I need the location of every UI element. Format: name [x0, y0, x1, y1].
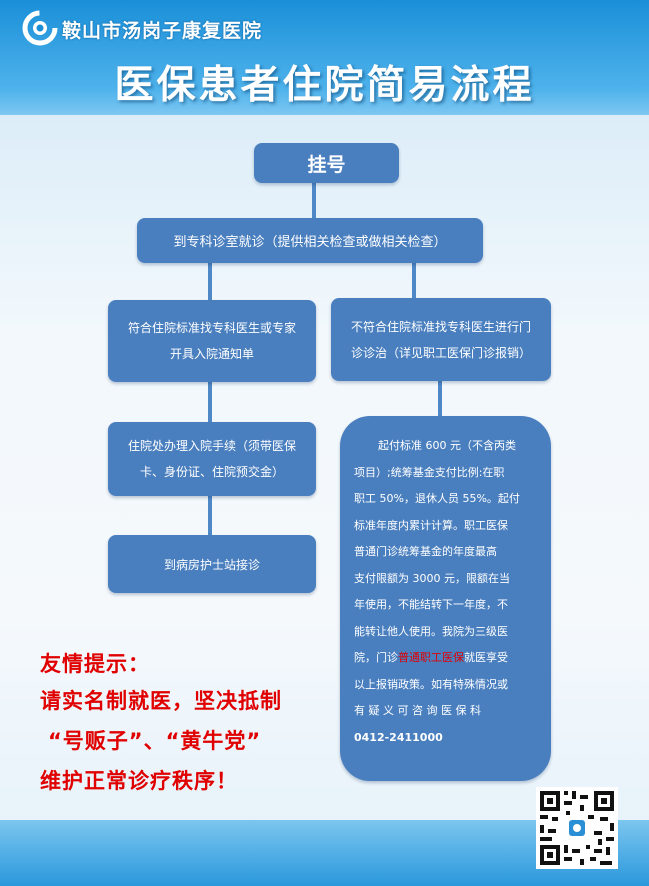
consult-step-label: 到专科诊室就诊（提供相关检查或做相关检查）: [173, 235, 447, 250]
nurse-station-step-label: 到病房护士站接诊: [163, 557, 260, 572]
not-qualify-step-line1: 不符合住院标准找专科医生进行门: [350, 319, 531, 334]
info-line: 支付限额为 3000 元，限额在当: [354, 571, 510, 585]
connector-qualify-admission: [208, 381, 212, 422]
tips-line1: 请实名制就医，坚决抵制: [40, 689, 282, 713]
info-line: 项目）;统筹基金支付比例:在职: [354, 465, 505, 479]
register-step-label: 挂号: [307, 153, 346, 176]
register-step: 挂号: [254, 143, 399, 183]
consult-step: 到专科诊室就诊（提供相关检查或做相关检查）: [137, 218, 483, 263]
tips-heading: 友情提示：: [40, 652, 150, 676]
connector-notqualify-info: [438, 380, 442, 416]
info-line: 年使用，不能结转下一年度，不: [354, 598, 508, 611]
tips-line2: “号贩子”、“黄牛党”: [48, 729, 262, 753]
info-line: 普通门诊统筹基金的年度最高: [354, 545, 497, 558]
page-title: 医保患者住院简易流程: [114, 63, 535, 108]
info-line9-pre: 院，门诊: [354, 651, 398, 664]
qr-code-icon: [536, 787, 618, 869]
info-line: 以上报销政策。如有特殊情况或: [354, 677, 508, 691]
info-line: 能转让他人使用。我院为三级医: [354, 624, 508, 638]
qualify-step-line1: 符合住院标准找专科医生或专家: [127, 321, 296, 335]
hospital-logo-icon: [22, 10, 58, 46]
info-line-highlight: 院，门诊 普通职工医保 就医享受: [354, 645, 508, 672]
insurance-info-box: 起付标准 600 元（不含丙类 项目）;统筹基金支付比例:在职 职工 50%，退…: [340, 416, 551, 781]
qualify-step: 符合住院标准找专科医生或专家 开具入院通知单: [108, 300, 316, 382]
admission-step: 住院处办理入院手续（须带医保 卡、身份证、住院预交金）: [108, 422, 316, 496]
not-qualify-step-line2: 诊诊治（详见职工医保门诊报销）: [350, 345, 531, 360]
info-line: 有 疑 义 可 咨 询 医 保 科: [354, 704, 481, 717]
qualify-step-line2: 开具入院通知单: [169, 347, 254, 361]
info-line9-red: 普通职工医保: [398, 651, 464, 664]
admission-step-line2: 卡、身份证、住院预交金）: [139, 465, 284, 479]
info-line9-post: 就医享受: [464, 651, 508, 664]
tips-line3: 维护正常诊疗秩序！: [40, 769, 238, 793]
not-qualify-step: 不符合住院标准找专科医生进行门 诊诊治（详见职工医保门诊报销）: [331, 298, 551, 381]
hospital-name: 鞍山市汤岗子康复医院: [62, 20, 263, 42]
phone-number: 0412-2411000: [354, 730, 443, 744]
info-line: 标准年度内累计计算。职工医保: [354, 518, 508, 532]
connector-consult-left: [208, 262, 212, 300]
info-line: 起付标准 600 元（不含丙类: [378, 439, 516, 452]
nurse-station-step: 到病房护士站接诊: [108, 535, 316, 593]
admission-step-line1: 住院处办理入院手续（须带医保: [127, 439, 296, 453]
connector-register-consult: [312, 181, 316, 218]
connector-admission-nurse: [208, 495, 212, 535]
connector-consult-right: [412, 262, 416, 300]
info-line: 职工 50%，退休人员 55%。起付: [354, 492, 520, 505]
